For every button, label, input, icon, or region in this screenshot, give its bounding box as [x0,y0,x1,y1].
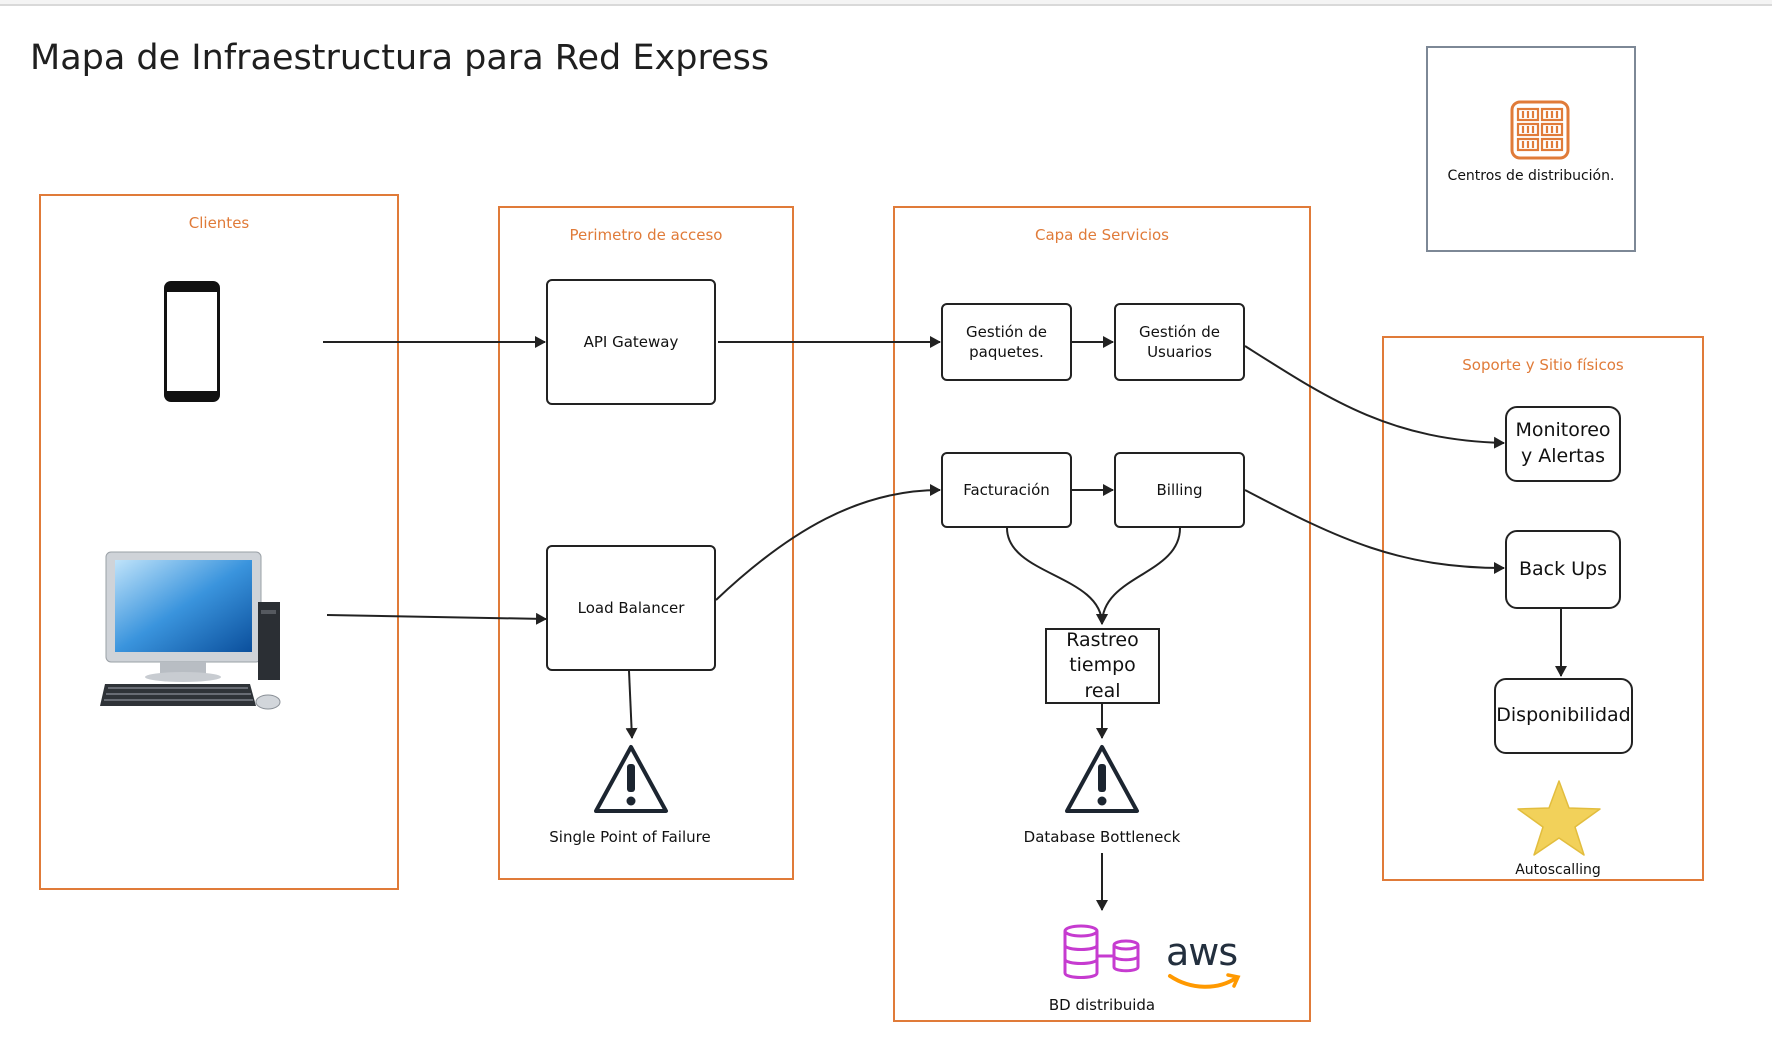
star-icon [1517,780,1601,856]
node-facturacion: Facturación [941,452,1072,528]
warning-icon [594,745,668,813]
node-gestion-usuarios: Gestión de Usuarios [1114,303,1245,381]
arrow-facturacion-to-rastreo [1006,527,1108,625]
arrow-usuarios-to-monitoreo [1244,345,1505,449]
node-rastreo: Rastreo tiempo real [1045,628,1160,704]
node-disponibilidad: Disponibilidad [1494,678,1633,754]
legend-box: Centros de distribución. [1426,46,1636,252]
container-perimetro-label: Perimetro de acceso [569,226,723,244]
node-billing: Billing [1114,452,1245,528]
desktop-computer-icon [100,551,281,710]
smartphone-icon [164,281,220,402]
node-load-balancer: Load Balancer [546,545,716,671]
db-label: BD distribuida [1048,996,1156,1014]
arrow-billing-to-backups [1244,489,1505,574]
container-soporte-label: Soporte y Sitio físicos [1462,356,1624,374]
page-title: Mapa de Infraestructura para Red Express [30,38,770,78]
container-clientes: Clientes [39,194,399,890]
node-backups: Back Ups [1505,530,1621,609]
arrow-billing-to-rastreo [1096,527,1181,625]
aws-logo-icon: aws [1166,932,1244,996]
arrow-lb-to-spof [625,670,638,739]
spof-label: Single Point of Failure [549,828,711,846]
legend-label: Centros de distribución. [1447,168,1615,184]
arrow-desktop-to-lb [326,612,547,625]
container-perimetro: Perimetro de acceso [498,206,794,880]
node-gestion-paquetes: Gestión de paquetes. [941,303,1072,381]
container-servicios-label: Capa de Servicios [1034,226,1170,244]
db-bottleneck-label: Database Bottleneck [1023,828,1181,846]
top-ruler [0,0,1772,6]
autoscaling-label: Autoscalling [1515,862,1601,878]
aws-logo-text: aws [1166,930,1238,974]
distribution-center-icon [1510,100,1570,160]
node-api-gateway: API Gateway [546,279,716,405]
container-servicios: Capa de Servicios [893,206,1311,1022]
database-icon [1063,924,1140,979]
warning-icon [1065,745,1139,813]
container-clientes-label: Clientes [188,214,250,232]
arrow-lb-to-facturacion [715,484,941,601]
aws-smile-icon [1168,973,1241,989]
container-soporte: Soporte y Sitio físicos [1382,336,1704,881]
node-monitoreo: Monitoreo y Alertas [1505,406,1621,482]
